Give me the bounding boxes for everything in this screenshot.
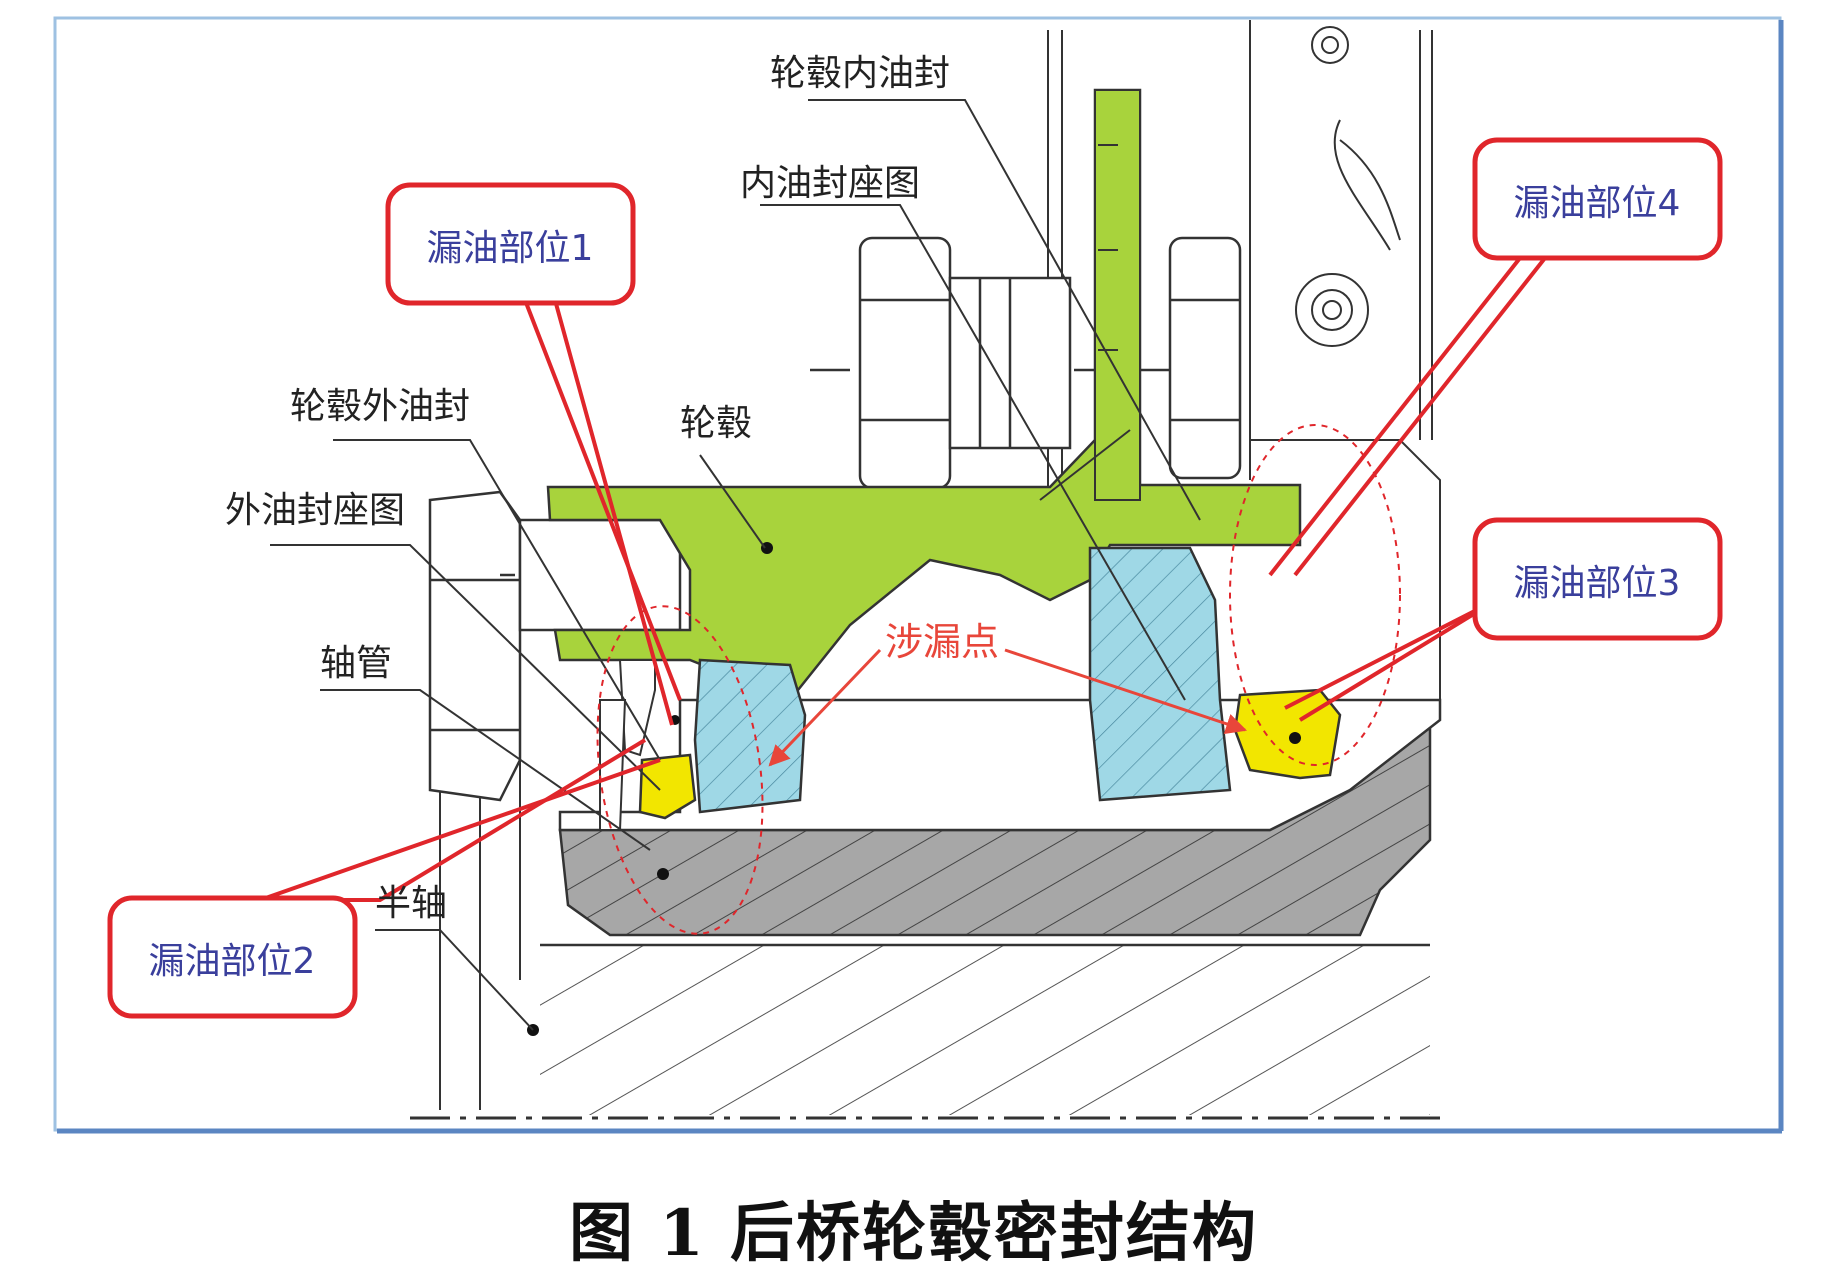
- callout-leak-1-text: 漏油部位1: [427, 228, 594, 269]
- outer-nut: [428, 490, 682, 802]
- label-leaders: [270, 99, 1201, 1031]
- callout-leak-3: 漏油部位3: [1472, 517, 1723, 641]
- callout-leak-1: 漏油部位1: [385, 182, 636, 306]
- hub-inner-details: [1039, 144, 1131, 501]
- callout-leak-3-text: 漏油部位3: [1514, 563, 1681, 604]
- callout-leaders: [240, 256, 1547, 902]
- inner-bearing: [1088, 546, 1232, 802]
- outer-bearing: [693, 658, 807, 814]
- hub-flange-web: [1094, 89, 1141, 501]
- figure-caption: 图 1 后桥轮毂密封结构: [568, 1196, 1259, 1271]
- label-outer-seal-seat: 外油封座图: [225, 490, 405, 531]
- label-hub-inner-seal: 轮毂内油封: [770, 53, 950, 94]
- part-labels: 轮毂内油封 内油封座图 轮毂外油封 轮毂 外油封座图 轴管 半轴 涉漏点: [225, 53, 999, 924]
- inner-bolt-right: [1168, 236, 1242, 480]
- callout-leak-2: 漏油部位2: [107, 895, 358, 1019]
- label-inner-seal-seat: 内油封座图: [740, 163, 920, 204]
- leak-point-arrows: [768, 648, 1247, 767]
- callout-leak-4-text: 漏油部位4: [1514, 183, 1681, 224]
- seal-retainer-left: [599, 659, 656, 831]
- lower-housing: [540, 943, 1430, 1115]
- callout-leak-4: 漏油部位4: [1472, 137, 1723, 261]
- label-half-shaft: 半轴: [375, 883, 447, 924]
- label-hub-outer-seal: 轮毂外油封: [290, 386, 470, 427]
- outer-seal: [638, 753, 697, 820]
- callout-leak-2-text: 漏油部位2: [149, 941, 316, 982]
- label-hub: 轮毂: [680, 403, 752, 444]
- label-leak-points: 涉漏点: [885, 620, 999, 664]
- label-axle-tube: 轴管: [320, 643, 392, 684]
